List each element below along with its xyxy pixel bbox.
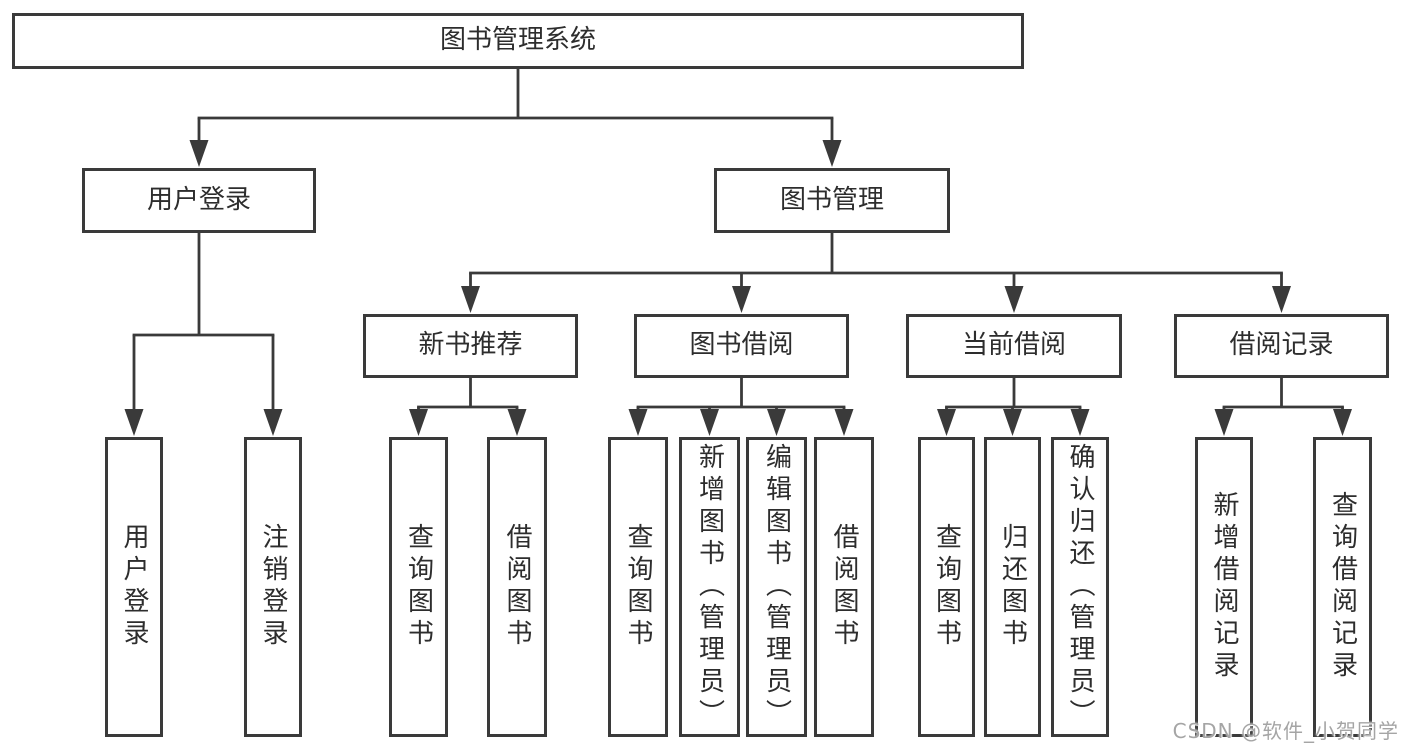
- node-label-rec-borrow: 借阅图书: [502, 523, 532, 651]
- node-rec-borrow: 借阅图书: [487, 437, 547, 737]
- node-bb-query: 查询图书: [608, 437, 668, 737]
- node-cb-confirm: 确认归还（管理员）: [1051, 437, 1109, 737]
- edge-user-login: [124, 233, 283, 436]
- node-bb-borrow: 借阅图书: [814, 437, 874, 737]
- node-label-br-query: 查询借阅记录: [1327, 491, 1358, 683]
- node-bb-edit: 编辑图书（管理员）: [746, 437, 807, 737]
- node-label-cb-query: 查询图书: [931, 523, 962, 651]
- node-bb-add: 新增图书（管理员）: [679, 437, 740, 737]
- node-label-rec-query: 查询图书: [403, 523, 434, 651]
- edge-new-book-rec: [409, 378, 527, 436]
- edge-book-borrow: [628, 378, 854, 436]
- node-cb-query: 查询图书: [918, 437, 975, 737]
- csdn-watermark: CSDN @软件_小贺同学: [1172, 719, 1399, 743]
- node-label-bb-edit: 编辑图书（管理员）: [761, 443, 792, 731]
- edge-root: [189, 69, 842, 167]
- edge-borrow-records: [1214, 378, 1352, 436]
- node-cb-return: 归还图书: [984, 437, 1041, 737]
- node-label-bb-borrow: 借阅图书: [829, 523, 859, 651]
- node-book-borrow: 图书借阅: [634, 314, 849, 378]
- node-label-new-book-rec: 新书推荐: [418, 330, 523, 361]
- node-label-login-v: 用户登录: [119, 523, 149, 651]
- node-label-book-mgmt: 图书管理: [779, 184, 884, 215]
- node-label-br-add: 新增借阅记录: [1209, 491, 1239, 683]
- node-label-cb-return: 归还图书: [997, 523, 1028, 651]
- node-label-borrow-records: 借阅记录: [1229, 330, 1334, 361]
- node-label-root: 图书管理系统: [439, 25, 596, 56]
- node-label-logout-v: 注销登录: [258, 523, 288, 651]
- node-new-book-rec: 新书推荐: [363, 314, 578, 378]
- node-book-mgmt: 图书管理: [714, 168, 950, 233]
- node-borrow-records: 借阅记录: [1174, 314, 1389, 378]
- node-br-query: 查询借阅记录: [1313, 437, 1372, 737]
- node-label-current-borrow: 当前借阅: [961, 330, 1066, 361]
- node-current-borrow: 当前借阅: [906, 314, 1122, 378]
- node-user-login: 用户登录: [82, 168, 316, 233]
- node-label-bb-query: 查询图书: [623, 523, 653, 651]
- edge-current-borrow: [937, 378, 1090, 436]
- node-logout-v: 注销登录: [244, 437, 302, 737]
- node-label-cb-confirm: 确认归还（管理员）: [1065, 443, 1095, 731]
- node-label-user-login: 用户登录: [146, 184, 251, 215]
- node-br-add: 新增借阅记录: [1195, 437, 1253, 737]
- node-label-bb-add: 新增图书（管理员）: [694, 443, 725, 731]
- node-label-book-borrow: 图书借阅: [689, 330, 794, 361]
- node-rec-query: 查询图书: [389, 437, 448, 737]
- node-login-v: 用户登录: [105, 437, 163, 737]
- node-root: 图书管理系统: [12, 13, 1024, 69]
- edge-book-mgmt: [461, 233, 1291, 313]
